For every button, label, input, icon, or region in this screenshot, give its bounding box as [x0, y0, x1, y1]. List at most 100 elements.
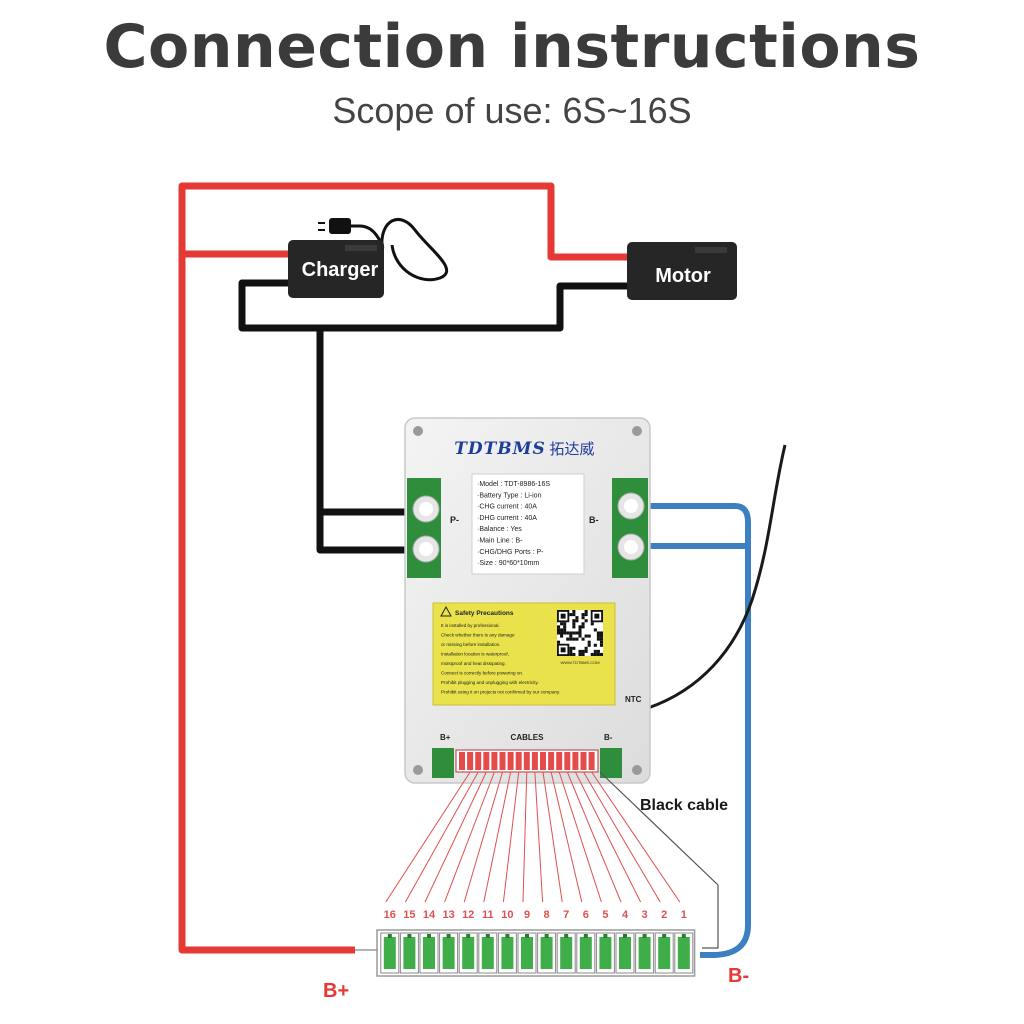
cell-number: 6 [583, 909, 589, 921]
balance-pin [588, 752, 595, 770]
balance-wire [550, 771, 583, 903]
balance-wire [558, 771, 602, 903]
spec-line: ·CHG current : 40A [477, 504, 537, 511]
battery-pack [355, 929, 696, 977]
cell-number: 14 [423, 909, 436, 921]
b-minus-label: B- [728, 965, 749, 987]
balance-wire [444, 771, 495, 903]
b-plus-small-label: B+ [440, 733, 451, 742]
cell-number: 15 [403, 909, 415, 921]
brand-logo-cn: 拓达威 [549, 440, 594, 458]
balance-pin [467, 752, 474, 770]
battery-cell [677, 937, 690, 969]
balance-wire [591, 771, 681, 903]
p-minus-terminal-pad [407, 478, 441, 578]
p-minus-label: P- [450, 515, 459, 525]
page-subtitle: Scope of use: 6S~16S [332, 90, 692, 131]
balance-wire [522, 771, 528, 903]
battery-cell [599, 937, 612, 969]
battery-cell [383, 937, 396, 969]
balance-wire [404, 771, 479, 903]
battery-cell [481, 937, 494, 969]
balance-pin [523, 752, 530, 770]
battery-cell [540, 937, 553, 969]
spec-label: ·Model : TDT-8986-16S ·Battery Type : Li-… [477, 481, 550, 567]
balance-pin [515, 752, 522, 770]
cables-label: CABLES [511, 733, 545, 742]
cell-number: 11 [482, 909, 494, 921]
balance-wire [502, 771, 520, 903]
safety-line: or missing before installation. [441, 642, 501, 647]
battery-cell [442, 937, 455, 969]
cell-number: 13 [442, 909, 454, 921]
b-plus-label: B+ [323, 980, 349, 1002]
balance-pin [475, 752, 482, 770]
ntc-sensor-wire [647, 444, 787, 710]
spec-line: ·Model : TDT-8986-16S [477, 481, 550, 488]
safety-line: Installation location is waterproof, [441, 652, 509, 657]
safety-text: It is installed by professional.Check wh… [441, 623, 560, 695]
black-cable [599, 771, 719, 949]
cell-number: 1 [681, 909, 687, 921]
cell-number: 16 [384, 909, 396, 921]
cell-number: 3 [642, 909, 648, 921]
b-minus-terminal-label: B- [589, 515, 599, 525]
balance-pin [491, 752, 498, 770]
balance-pin [483, 752, 490, 770]
spec-line: ·DHG current : 40A [477, 515, 537, 522]
safety-line: Prohibit plugging and unplugging with el… [441, 680, 539, 685]
balance-wire [483, 771, 512, 903]
charger-plug-icon [329, 218, 351, 234]
battery-cell [501, 937, 514, 969]
mounting-hole [632, 765, 642, 775]
cell-number: 4 [622, 909, 629, 921]
spec-line: ·Main Line : B- [477, 538, 523, 545]
battery-cell [462, 937, 475, 969]
balance-connector [455, 749, 599, 773]
balance-wire [463, 771, 503, 903]
balance-wire [534, 771, 544, 903]
balance-pin [556, 752, 563, 770]
balance-pin [507, 752, 514, 770]
cell-number: 12 [462, 909, 474, 921]
balance-wire [566, 771, 622, 903]
balance-wires [385, 771, 719, 949]
motor-box: Motor [627, 242, 737, 300]
safety-line: Connect is correctly before powering on. [441, 671, 523, 676]
spec-line: ·Battery Type : Li-ion [477, 492, 542, 499]
safety-title: Safety Precautions [455, 610, 514, 617]
battery-cell [403, 937, 416, 969]
battery-cell [560, 937, 573, 969]
b-minus-small-label: B- [604, 733, 613, 742]
cell-number: 10 [501, 909, 513, 921]
safety-line: moistproof and heat dissipating. [441, 661, 506, 666]
website-label: WWW.TDTBMS.COM [560, 660, 599, 665]
balance-pin [459, 752, 465, 770]
battery-cell [423, 937, 435, 969]
cell-number: 5 [602, 909, 608, 921]
ntc-label: NTC [625, 695, 642, 704]
cell-number: 9 [524, 909, 530, 921]
balance-wire [583, 771, 661, 903]
balance-pin [548, 752, 555, 770]
spec-line: ·CHG/DHG Ports : P- [477, 549, 544, 556]
balance-wire [542, 771, 563, 903]
balance-wire [424, 771, 487, 903]
cell-number: 7 [563, 909, 569, 921]
balance-pin [580, 752, 587, 770]
cell-number: 2 [661, 909, 667, 921]
spec-line: ·Balance : Yes [477, 526, 522, 533]
balance-wire [574, 771, 642, 903]
charger-plug-cord [380, 218, 449, 282]
safety-line: Check whether there is any damage [441, 633, 515, 638]
balance-pin [572, 752, 579, 770]
mounting-hole [413, 765, 423, 775]
page-title: Connection instructions [103, 12, 921, 82]
safety-line: Prohibit using it on projects not confir… [441, 690, 560, 695]
battery-cell [619, 937, 631, 969]
battery-cell [638, 937, 651, 969]
brand-logo: TDTBMS [454, 439, 546, 459]
motor-label: Motor [655, 265, 711, 287]
